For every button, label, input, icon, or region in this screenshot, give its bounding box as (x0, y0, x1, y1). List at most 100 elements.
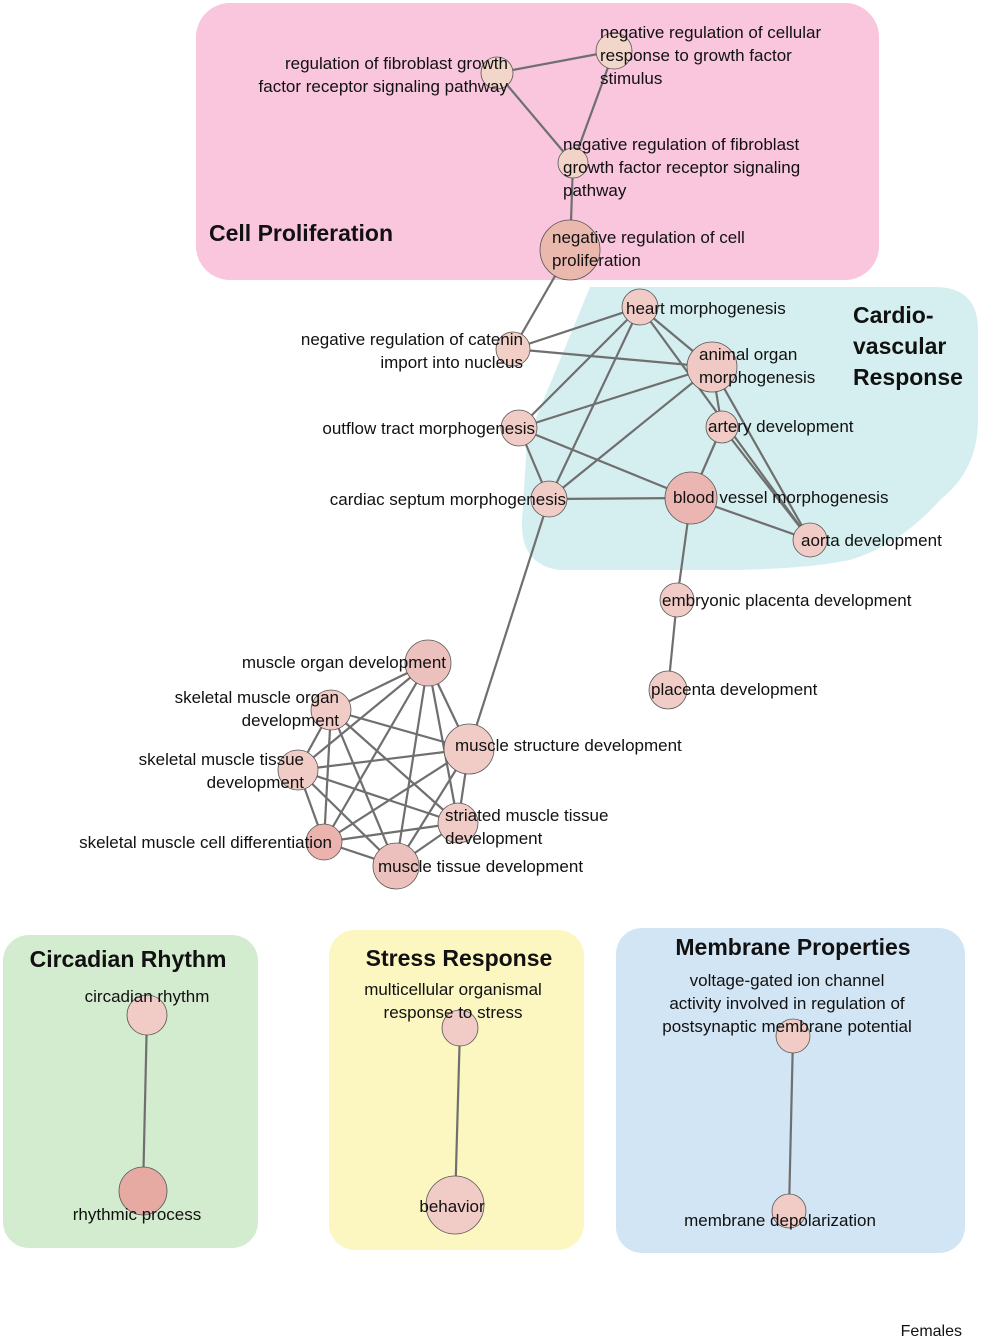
node-layer (118, 32, 828, 1235)
node-label-skeletal-organ: development (242, 711, 340, 730)
node-label-animal-organ: animal organ (699, 345, 797, 364)
node-label-neg-fgf: negative regulation of fibroblast (563, 135, 800, 154)
node-label-neg-cell-prolif: negative regulation of cell (552, 228, 745, 247)
node-aorta (792, 522, 828, 558)
cluster-circadian-rhythm (3, 935, 258, 1248)
node-label-artery: artery development (708, 417, 854, 436)
label-layer: Cell ProliferationCardio-vascularRespons… (30, 23, 963, 1230)
node-skeletal-cell-diff (305, 823, 343, 861)
node-muscle-tissue (372, 842, 420, 890)
footer-label: Females (901, 1323, 962, 1339)
edge-artery-aorta (721, 426, 811, 541)
node-label-skeletal-organ: skeletal muscle organ (175, 688, 339, 707)
node-label-muscle-structure: muscle structure development (455, 736, 682, 755)
node-label-striated: striated muscle tissue (445, 806, 608, 825)
node-fgf-reg (480, 56, 514, 90)
edge-muscle-organ-striated (426, 662, 460, 824)
edge-muscle-organ-skeletal-tissue (297, 662, 429, 771)
node-label-fgf-reg: regulation of fibroblast growth (285, 54, 508, 73)
edge-stress-behavior (453, 1027, 462, 1206)
edge-catenin-heart-morph (512, 305, 641, 351)
node-muscle-organ (404, 639, 452, 687)
node-circadian (126, 994, 168, 1036)
node-neg-fgf (557, 147, 589, 179)
cluster-title-cardiovascular-response: Response (853, 364, 963, 390)
node-label-neg-cell-prolif: proliferation (552, 251, 641, 270)
node-cardiac-septum (530, 480, 568, 518)
cluster-cell-proliferation (196, 3, 879, 280)
node-label-outflow: outflow tract morphogenesis (322, 419, 535, 438)
cluster-title-cell-proliferation: Cell Proliferation (209, 220, 393, 246)
node-label-animal-organ: morphogenesis (699, 368, 815, 387)
node-label-neg-cell-resp: response to growth factor (600, 46, 792, 65)
node-neg-cell-resp (595, 32, 633, 70)
node-label-skeletal-cell-diff: skeletal muscle cell differentiation (79, 833, 332, 852)
cluster-layer (3, 3, 978, 1253)
node-skeletal-organ (310, 689, 352, 731)
node-label-skeletal-tissue: skeletal muscle tissue (139, 750, 304, 769)
edge-circadian-rhythmic (141, 1014, 149, 1192)
cluster-title-stress-response: Stress Response (366, 945, 553, 971)
node-label-voltage-gated: activity involved in regulation of (669, 994, 905, 1013)
node-label-fgf-reg: factor receptor signaling pathway (259, 77, 509, 96)
edge-fgf-reg-neg-cell-resp (496, 49, 615, 75)
node-placenta (648, 670, 688, 710)
edge-skeletal-tissue-muscle-structure (297, 747, 470, 772)
cluster-title-circadian-rhythm: Circadian Rhythm (30, 946, 227, 972)
node-label-membrane-depol: membrane depolarization (684, 1211, 876, 1230)
node-label-stress: response to stress (384, 1003, 523, 1022)
node-artery (705, 410, 739, 444)
node-rhythmic (118, 1166, 168, 1216)
node-label-cardiac-septum: cardiac septum morphogenesis (330, 490, 566, 509)
node-label-neg-fgf: pathway (563, 181, 627, 200)
node-behavior (425, 1175, 485, 1235)
node-stress (441, 1009, 479, 1047)
edge-striated-skeletal-cell-diff (323, 821, 459, 844)
node-label-blood-vessel: blood vessel morphogenesis (673, 488, 888, 507)
node-heart-morph (621, 288, 659, 326)
node-label-skeletal-tissue: development (207, 773, 305, 792)
node-label-striated: development (445, 829, 543, 848)
node-label-rhythmic: rhythmic process (73, 1205, 201, 1224)
node-catenin (495, 331, 531, 367)
node-membrane-depol (771, 1193, 807, 1229)
node-label-neg-fgf: growth factor receptor signaling (563, 158, 800, 177)
node-label-behavior: behavior (419, 1197, 485, 1216)
edge-heart-morph-outflow (518, 306, 641, 429)
cluster-stress-response (329, 930, 584, 1250)
node-label-catenin: negative regulation of catenin (301, 330, 523, 349)
node-label-voltage-gated: postsynaptic membrane potential (662, 1017, 911, 1036)
node-label-circadian: circadian rhythm (85, 987, 210, 1006)
node-voltage-gated (775, 1018, 811, 1054)
edge-voltage-gated-membrane-depol (787, 1035, 795, 1212)
edge-skeletal-tissue-striated (297, 768, 459, 825)
node-muscle-structure (443, 723, 495, 775)
node-label-embryonic-placenta: embryonic placenta development (662, 591, 912, 610)
node-skeletal-tissue (277, 749, 319, 791)
node-neg-cell-prolif (539, 219, 601, 281)
node-label-stress: multicellular organismal (364, 980, 542, 999)
edge-skeletal-organ-skeletal-cell-diff (322, 709, 333, 843)
node-label-muscle-organ: muscle organ development (242, 653, 446, 672)
edge-fgf-reg-neg-fgf (496, 72, 574, 164)
cluster-title-cardiovascular-response: Cardio- (853, 302, 934, 328)
node-label-muscle-tissue: muscle tissue development (378, 857, 583, 876)
node-label-aorta: aorta development (801, 531, 942, 550)
edge-animal-organ-outflow (518, 365, 713, 430)
edge-catenin-animal-organ (512, 347, 713, 369)
node-striated (437, 802, 479, 844)
node-label-heart-morph: heart morphogenesis (626, 299, 786, 318)
node-outflow (500, 409, 538, 447)
node-blood-vessel (664, 471, 718, 525)
node-label-placenta: placenta development (651, 680, 818, 699)
cluster-title-membrane-properties: Membrane Properties (675, 934, 910, 960)
edge-skeletal-organ-striated (330, 709, 459, 824)
edge-animal-organ-cardiac-septum (548, 366, 713, 500)
node-label-catenin: import into nucleus (380, 353, 523, 372)
node-label-neg-cell-resp: negative regulation of cellular (600, 23, 821, 42)
node-label-neg-cell-resp: stimulus (600, 69, 662, 88)
edge-cardiac-septum-muscle-structure (467, 498, 551, 750)
edge-muscle-structure-skeletal-cell-diff (323, 748, 470, 843)
edge-neg-cell-resp-neg-fgf (571, 50, 616, 164)
